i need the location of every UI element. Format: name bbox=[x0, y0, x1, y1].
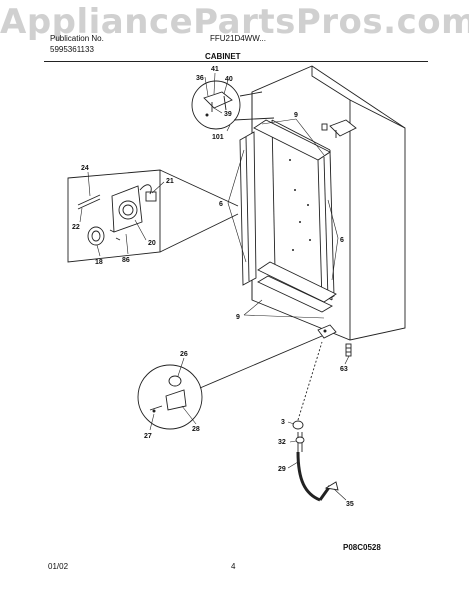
callout-21: 21 bbox=[166, 178, 174, 185]
callout-18: 18 bbox=[95, 259, 103, 266]
trim-strip-right bbox=[317, 151, 335, 303]
footer-date: 01/02 bbox=[48, 562, 69, 571]
drain-plug bbox=[292, 420, 304, 430]
hinge-detail-bottom bbox=[137, 335, 323, 430]
callout-6-left: 6 bbox=[219, 201, 223, 208]
callout-35: 35 bbox=[346, 501, 354, 508]
watermark: AppliancePartsPros.com bbox=[0, 2, 469, 42]
callout-9-bottom: 9 bbox=[236, 314, 240, 321]
trim-strip-left bbox=[239, 131, 257, 286]
header-rule bbox=[44, 61, 428, 62]
drain-clip bbox=[324, 481, 339, 491]
callout-26: 26 bbox=[180, 351, 188, 358]
callout-86: 86 bbox=[122, 257, 130, 264]
callout-20: 20 bbox=[148, 240, 156, 247]
callout-63: 63 bbox=[340, 366, 348, 373]
leveling-screw bbox=[345, 343, 352, 357]
trim-strip-top bbox=[253, 119, 331, 161]
drain-tube bbox=[295, 432, 332, 502]
callout-3: 3 bbox=[281, 419, 285, 426]
callout-39: 39 bbox=[224, 111, 232, 118]
footer-page-number: 4 bbox=[231, 562, 236, 571]
callout-101: 101 bbox=[212, 134, 224, 141]
callout-labels: 36 41 40 39 101 9 6 6 9 24 21 22 18 86 2… bbox=[72, 66, 354, 508]
trim-strip-bottom bbox=[257, 261, 337, 313]
figure-code: P08C0528 bbox=[343, 543, 381, 552]
control-box bbox=[67, 169, 239, 263]
top-hinge bbox=[321, 119, 357, 138]
callout-40: 40 bbox=[225, 76, 233, 83]
callout-6-right: 6 bbox=[340, 237, 344, 244]
leader-lines bbox=[79, 72, 350, 501]
callout-29: 29 bbox=[278, 466, 286, 473]
callout-32: 32 bbox=[278, 439, 286, 446]
callout-27: 27 bbox=[144, 433, 152, 440]
hinge-detail-top bbox=[191, 80, 275, 130]
callout-24: 24 bbox=[81, 165, 89, 172]
callout-22: 22 bbox=[72, 224, 80, 231]
callout-36: 36 bbox=[196, 75, 204, 82]
callout-41: 41 bbox=[211, 66, 219, 73]
callout-28: 28 bbox=[192, 426, 200, 433]
header-pub-number: 5995361133 bbox=[50, 45, 94, 54]
bottom-hinge bbox=[317, 324, 337, 339]
section-title: CABINET bbox=[205, 52, 241, 61]
header-brand: Publication No. bbox=[50, 34, 104, 43]
callout-9-top: 9 bbox=[294, 112, 298, 119]
header-model: FFU21D4WW... bbox=[210, 34, 267, 43]
